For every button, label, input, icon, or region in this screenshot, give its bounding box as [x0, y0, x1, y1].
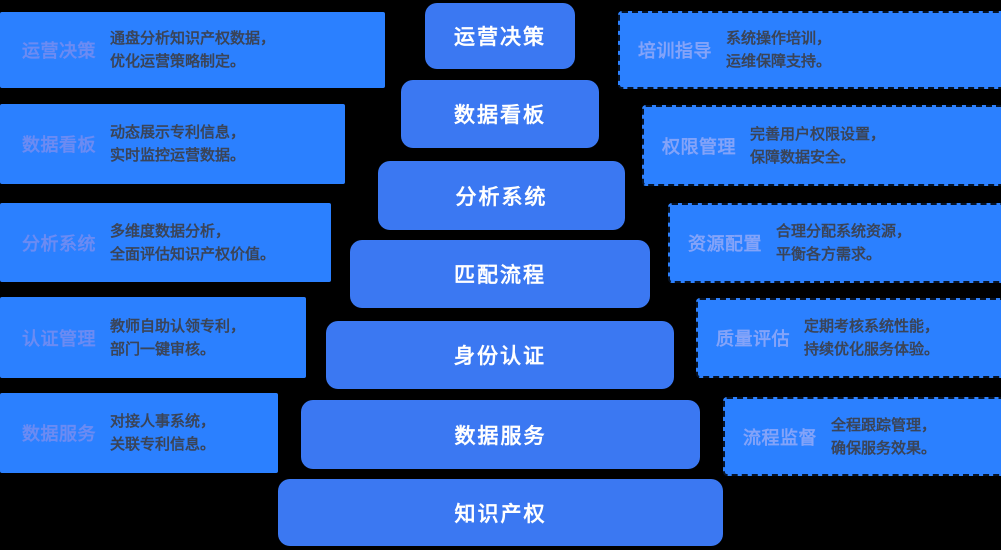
panel-label: 分析系统 [22, 233, 96, 254]
description-line-2: 关联专利信息。 [110, 436, 216, 453]
pyramid-level-label: 运营决策 [454, 26, 546, 49]
pyramid-level-identity-auth: 身份认证 [326, 321, 674, 389]
description-line-2: 实时监控运营数据。 [110, 147, 246, 164]
description-line-1: 通盘分析知识产权数据， [110, 30, 276, 47]
panel-description: 教师自助认领专利， 部门一键审核。 [110, 315, 245, 361]
description-line-1: 对接人事系统， [110, 413, 216, 430]
description-line-2: 部门一键审核。 [110, 340, 216, 358]
panel-description: 系统操作培训， 运维保障支持。 [726, 27, 831, 73]
description-line-2: 持续优化服务体验。 [804, 341, 940, 358]
description-line-2: 保障数据安全。 [750, 148, 856, 166]
right-panel-process-supervision: 流程监督 全程跟踪管理， 确保服务效果。 [723, 397, 1001, 476]
panel-label: 培训指导 [638, 41, 712, 61]
panel-description: 多维度数据分析， 全面评估知识产权价值。 [110, 220, 275, 266]
pyramid-level-operations-decision: 运营决策 [425, 3, 575, 69]
right-panel-resource-allocation: 资源配置 合理分配系统资源， 平衡各方需求。 [668, 203, 1001, 283]
pyramid-level-intellectual-property: 知识产权 [278, 479, 723, 546]
panel-description: 通盘分析知识产权数据， 优化运营策略制定。 [110, 27, 275, 73]
panel-label: 流程监督 [743, 427, 817, 448]
description-line-1: 系统操作培训， [726, 30, 832, 47]
panel-label: 认证管理 [22, 328, 96, 349]
panel-description: 定期考核系统性能， 持续优化服务体验。 [804, 315, 939, 361]
left-panel-data-service: 数据服务 对接人事系统， 关联专利信息。 [0, 393, 278, 473]
panel-description: 动态展示专利信息， 实时监控运营数据。 [110, 121, 245, 167]
description-line-1: 教师自助认领专利， [110, 317, 246, 335]
panel-description: 对接人事系统， 关联专利信息。 [110, 410, 215, 456]
description-line-2: 确保服务效果。 [831, 439, 937, 457]
pyramid-level-matching-process: 匹配流程 [350, 240, 650, 308]
left-panel-operations-decision: 运营决策 通盘分析知识产权数据， 优化运营策略制定。 [0, 12, 385, 88]
description-line-1: 多维度数据分析， [110, 222, 231, 240]
pyramid-level-label: 数据看板 [454, 104, 546, 127]
panel-label: 资源配置 [688, 234, 762, 254]
description-line-1: 动态展示专利信息， [110, 124, 246, 141]
pyramid-level-label: 知识产权 [454, 502, 547, 526]
panel-description: 全程跟踪管理， 确保服务效果。 [831, 414, 936, 460]
right-panel-quality-evaluation: 质量评估 定期考核系统性能， 持续优化服务体验。 [696, 298, 1001, 378]
description-line-1: 定期考核系统性能， [804, 318, 940, 335]
right-panel-training-guidance: 培训指导 系统操作培训， 运维保障支持。 [618, 11, 1001, 89]
panel-label: 运营决策 [22, 41, 96, 61]
panel-label: 数据服务 [22, 424, 96, 444]
panel-label: 权限管理 [662, 136, 736, 157]
description-line-2: 全面评估知识产权价值。 [110, 245, 276, 263]
panel-description: 合理分配系统资源， 平衡各方需求。 [776, 220, 911, 266]
pyramid-level-label: 匹配流程 [454, 264, 546, 287]
pyramid-level-label: 分析系统 [455, 185, 548, 209]
description-line-2: 优化运营策略制定。 [110, 53, 246, 70]
panel-label: 数据看板 [22, 135, 96, 155]
description-line-2: 平衡各方需求。 [776, 246, 882, 263]
pyramid-level-label: 身份认证 [454, 345, 546, 368]
description-line-1: 全程跟踪管理， [831, 416, 937, 434]
left-panel-certification-management: 认证管理 教师自助认领专利， 部门一键审核。 [0, 297, 306, 378]
description-line-1: 合理分配系统资源， [776, 223, 912, 240]
left-panel-analysis-system: 分析系统 多维度数据分析， 全面评估知识产权价值。 [0, 203, 331, 282]
pyramid-level-data-dashboard: 数据看板 [401, 80, 599, 148]
right-panel-permission-management: 权限管理 完善用户权限设置， 保障数据安全。 [642, 105, 1001, 186]
pyramid-level-analysis-system: 分析系统 [378, 161, 625, 230]
left-panel-data-dashboard: 数据看板 动态展示专利信息， 实时监控运营数据。 [0, 104, 345, 184]
description-line-2: 运维保障支持。 [726, 53, 832, 70]
pyramid-level-data-service: 数据服务 [301, 400, 700, 469]
pyramid-level-label: 数据服务 [454, 424, 547, 448]
panel-description: 完善用户权限设置， 保障数据安全。 [750, 123, 885, 169]
description-line-1: 完善用户权限设置， [750, 125, 886, 143]
panel-label: 质量评估 [716, 329, 790, 349]
